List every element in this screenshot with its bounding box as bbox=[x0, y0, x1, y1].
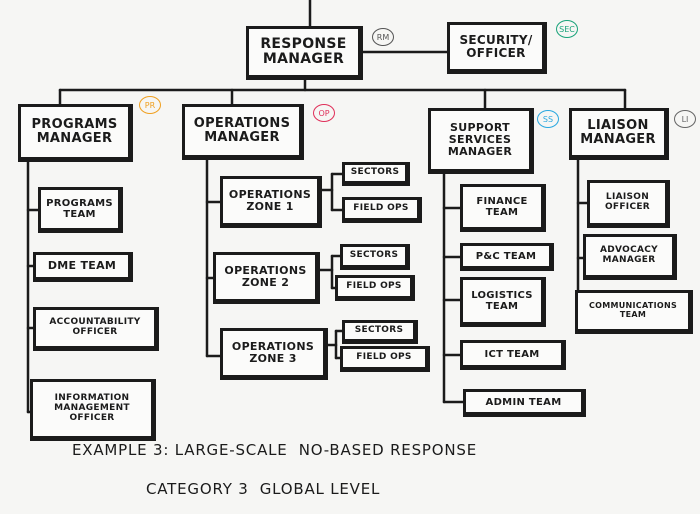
logistics-team-label: LOGISTICS TEAM bbox=[471, 290, 533, 312]
finance-team-label: FINANCE TEAM bbox=[476, 196, 528, 218]
ss-badge: SS bbox=[537, 110, 559, 128]
logistics-team-box: LOGISTICS TEAM bbox=[460, 277, 546, 327]
admin-team-box: ADMIN TEAM bbox=[463, 389, 586, 417]
sectors-3-box: SECTORS bbox=[342, 320, 418, 344]
operations-zone-2-label: OPERATIONS ZONE 2 bbox=[224, 263, 307, 289]
dme-team-label: DME TEAM bbox=[47, 258, 117, 272]
sectors-3-label: SECTORS bbox=[354, 325, 404, 336]
security-officer-box: SECURITY/ OFFICER bbox=[447, 22, 547, 74]
security-officer-label: SECURITY/ OFFICER bbox=[459, 32, 533, 60]
op-badge: OP bbox=[313, 104, 335, 122]
ict-team-box: ICT TEAM bbox=[460, 340, 566, 370]
sectors-2-label: SECTORS bbox=[349, 250, 399, 261]
field-ops-3-label: FIELD OPS bbox=[356, 352, 412, 363]
admin-team-label: ADMIN TEAM bbox=[485, 396, 562, 408]
operations-manager-label: OPERATIONS MANAGER bbox=[193, 115, 291, 145]
sectors-2-box: SECTORS bbox=[340, 244, 410, 270]
programs-team-box: PROGRAMS TEAM bbox=[38, 187, 123, 233]
liaison-officer-label: LIAISON OFFICER bbox=[604, 192, 651, 212]
communications-team-box: COMMUNICATIONS TEAM bbox=[575, 290, 693, 334]
field-ops-2-box: FIELD OPS bbox=[335, 275, 415, 301]
li-badge: LI bbox=[674, 110, 696, 128]
information-management-officer-label: INFORMATION MANAGEMENT OFFICER bbox=[54, 393, 130, 423]
response-manager-label: RESPONSE MANAGER bbox=[260, 35, 347, 67]
support-services-manager-label: SUPPORT SERVICES MANAGER bbox=[447, 120, 513, 159]
sec-badge: SEC bbox=[556, 20, 578, 38]
liaison-officer-box: LIAISON OFFICER bbox=[587, 180, 670, 228]
liaison-manager-label: LIAISON MANAGER bbox=[580, 117, 656, 147]
pc-team-box: P&C TEAM bbox=[460, 243, 554, 271]
advocacy-manager-box: ADVOCACY MANAGER bbox=[583, 234, 677, 280]
sectors-1-label: SECTORS bbox=[350, 167, 400, 178]
programs-manager-box: PROGRAMS MANAGER bbox=[18, 104, 133, 162]
accountability-officer-label: ACCOUNTABILITY OFFICER bbox=[49, 317, 141, 337]
programs-manager-label: PROGRAMS MANAGER bbox=[31, 116, 118, 146]
information-management-officer-box: INFORMATION MANAGEMENT OFFICER bbox=[30, 379, 156, 441]
sectors-1-box: SECTORS bbox=[342, 162, 410, 186]
liaison-manager-box: LIAISON MANAGER bbox=[569, 108, 669, 160]
rm-badge: RM bbox=[372, 28, 394, 46]
dme-team-box: DME TEAM bbox=[33, 252, 133, 282]
finance-team-box: FINANCE TEAM bbox=[460, 184, 546, 232]
communications-team-label: COMMUNICATIONS TEAM bbox=[588, 301, 678, 319]
field-ops-1-box: FIELD OPS bbox=[342, 197, 422, 223]
operations-zone-2-box: OPERATIONS ZONE 2 bbox=[213, 252, 320, 304]
pr-badge: PR bbox=[139, 96, 161, 114]
caption-line-2: CATEGORY 3 GLOBAL LEVEL bbox=[146, 480, 381, 498]
programs-team-label: PROGRAMS TEAM bbox=[46, 198, 113, 220]
field-ops-2-label: FIELD OPS bbox=[346, 281, 402, 292]
ict-team-label: ICT TEAM bbox=[484, 348, 540, 360]
advocacy-manager-label: ADVOCACY MANAGER bbox=[600, 245, 658, 265]
operations-zone-3-box: OPERATIONS ZONE 3 bbox=[220, 328, 328, 380]
field-ops-1-label: FIELD OPS bbox=[353, 203, 409, 214]
pc-team-label: P&C TEAM bbox=[475, 250, 537, 262]
operations-zone-3-label: OPERATIONS ZONE 3 bbox=[231, 339, 315, 365]
caption-line-1: EXAMPLE 3: LARGE-SCALE NO-BASED RESPONSE bbox=[72, 441, 477, 459]
operations-zone-1-box: OPERATIONS ZONE 1 bbox=[220, 176, 322, 228]
operations-manager-box: OPERATIONS MANAGER bbox=[182, 104, 304, 160]
operations-zone-1-label: OPERATIONS ZONE 1 bbox=[228, 187, 312, 213]
field-ops-3-box: FIELD OPS bbox=[340, 346, 430, 372]
accountability-officer-box: ACCOUNTABILITY OFFICER bbox=[33, 307, 159, 351]
response-manager-box: RESPONSE MANAGER bbox=[246, 26, 363, 80]
support-services-manager-box: SUPPORT SERVICES MANAGER bbox=[428, 108, 534, 174]
